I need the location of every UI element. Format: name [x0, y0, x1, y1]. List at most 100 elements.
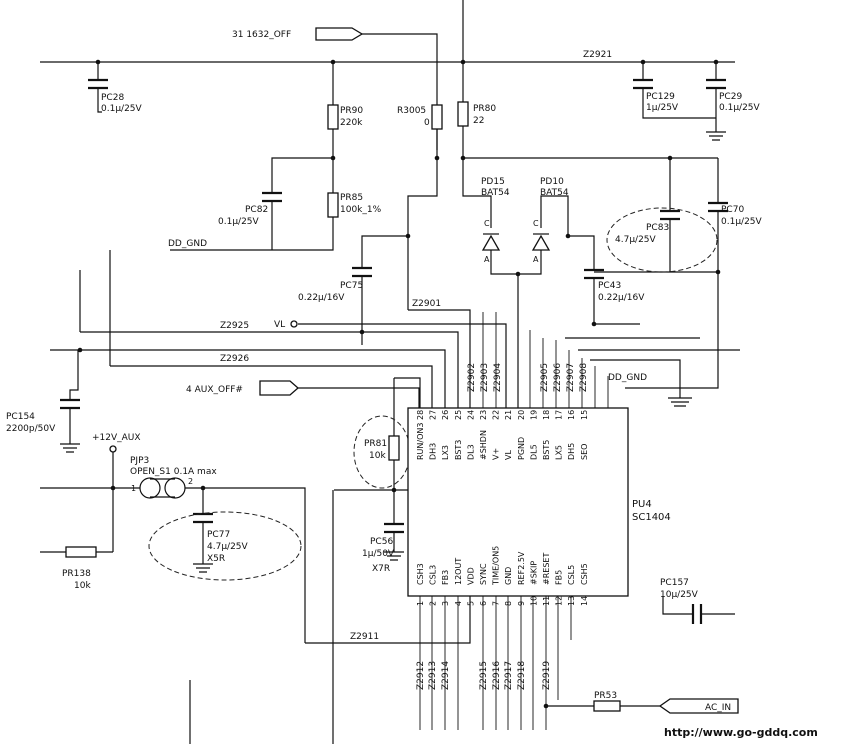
pc77-ref: PC77	[207, 530, 230, 540]
port-1632-off	[315, 27, 364, 41]
pc43-symbol	[584, 268, 604, 280]
ic-pin-number-7: 7	[492, 601, 501, 606]
ic-pin-name-26: LX3	[441, 445, 450, 460]
pc129-ref: PC129	[646, 92, 675, 102]
bottom-net-labels: Z2912 Z2913 Z2914 Z2915 Z2916 Z2917 Z291…	[416, 661, 552, 690]
pc28-symbol	[88, 78, 108, 90]
net-z2918: Z2918	[517, 661, 527, 690]
ic-pin-name-8: GND	[504, 567, 513, 585]
net-z2902: Z2902	[467, 363, 477, 392]
ground-icon	[384, 548, 404, 561]
pjp3-symbol	[139, 477, 186, 499]
ic-pin-number-25: 25	[454, 410, 463, 420]
ic-top-pins: 28RUN/ON327DH326LX325BST324DL323#SHDN22V…	[416, 410, 589, 460]
svg-text:C: C	[533, 219, 539, 228]
net-z2912: Z2912	[416, 661, 426, 690]
ic-pin-number-22: 22	[492, 410, 501, 420]
net-z2903: Z2903	[480, 363, 490, 392]
pd10-value: BAT54	[540, 188, 569, 198]
ic-pin-number-12: 12	[555, 596, 564, 606]
pc56-symbol	[384, 522, 404, 534]
ic-pin-number-26: 26	[441, 410, 450, 420]
ic-pin-name-24: DL3	[466, 444, 475, 460]
ic-pin-number-18: 18	[542, 410, 551, 420]
pc83-symbol	[660, 209, 680, 221]
ic-part: SC1404	[632, 512, 671, 523]
pr90-value: 220k	[340, 118, 363, 128]
pc43-ref: PC43	[598, 281, 621, 291]
pc77-value: 4.7μ/25V	[207, 542, 249, 552]
ic-pin-name-2: CSL3	[429, 565, 438, 585]
pc82-ref: PC82	[245, 205, 268, 215]
ground-symbols	[60, 128, 726, 573]
pc43-value: 0.22μ/16V	[598, 293, 645, 303]
net-z2917: Z2917	[504, 661, 514, 690]
net-ac-in: AC_IN	[705, 703, 731, 713]
r3005-ref: R3005	[397, 106, 426, 116]
ic-pin-number-21: 21	[504, 410, 513, 420]
ic-pin-number-10: 10	[529, 596, 538, 606]
pd10-symbol	[531, 233, 551, 251]
ground-icon	[193, 560, 213, 573]
ic-pin-name-9: REF2.5V	[517, 551, 526, 585]
net-z2914: Z2914	[441, 661, 451, 690]
pr90-ref: PR90	[340, 106, 363, 116]
pc29-symbol	[706, 78, 726, 90]
ic-pin-number-13: 13	[567, 596, 576, 606]
ic-pin-name-25: BST3	[454, 440, 463, 460]
capacitor-symbols	[60, 78, 728, 624]
ic-pin-name-15: SEO	[580, 444, 589, 460]
ic-pin-name-1: CSH3	[416, 563, 425, 585]
pr85-ref: PR85	[340, 193, 363, 203]
pc56-ref: PC56	[370, 537, 393, 547]
ic-pin-number-20: 20	[517, 410, 526, 420]
ic-pin-number-5: 5	[466, 601, 475, 606]
ground-icon	[60, 440, 80, 453]
pjp3-ref: PJP3	[130, 456, 149, 466]
net-aux-off: 4 AUX_OFF#	[186, 385, 243, 395]
pc154-value: 2200p/50V	[6, 424, 56, 434]
ic-pin-number-17: 17	[555, 410, 564, 420]
r3005-body	[431, 104, 443, 130]
pc157-symbol	[691, 604, 703, 624]
ic-pin-number-16: 16	[567, 410, 576, 420]
ic-pin-name-7: TIME/ON5	[492, 546, 501, 586]
ic-pin-name-17: LX5	[555, 445, 564, 460]
net-dd-gnd-left: DD_GND	[168, 239, 207, 249]
ic-labels: PU4 SC1404	[632, 499, 671, 523]
net-z2915: Z2915	[479, 661, 489, 690]
pd15-symbol	[481, 233, 501, 251]
pc83-ref: PC83	[646, 223, 669, 233]
ic-pin-name-6: SYNC	[479, 563, 488, 585]
net-1632-off: 31 1632_OFF	[232, 30, 291, 40]
pr138-ref: PR138	[62, 569, 91, 579]
pr85-body	[327, 192, 339, 218]
pr81-value: 10k	[369, 451, 386, 461]
ic-pin-name-16: DH5	[567, 443, 576, 460]
ic-pin-number-14: 14	[580, 596, 589, 606]
pr80-ref: PR80	[473, 104, 496, 114]
ic-pu4-body	[407, 407, 629, 597]
top-net-labels: Z2902 Z2903 Z2904 Z2905 Z2906 Z2907 Z290…	[467, 363, 589, 392]
pc70-value: 0.1μ/25V	[721, 217, 763, 227]
wires	[40, 0, 740, 744]
net-z2906: Z2906	[553, 363, 563, 392]
net-z2916: Z2916	[492, 661, 502, 690]
pc82-value: 0.1μ/25V	[218, 217, 260, 227]
ic-pin-name-27: DH3	[429, 443, 438, 460]
ic-ref: PU4	[632, 499, 652, 510]
net-z2921: Z2921	[583, 50, 612, 60]
net-dd-gnd-right: DD_GND	[608, 373, 647, 383]
pr85-value: 100k_1%	[340, 205, 382, 215]
pc83-value: 4.7μ/25V	[615, 235, 657, 245]
pc82-symbol	[262, 191, 282, 203]
ic-pin-number-23: 23	[479, 410, 488, 420]
ic-pin-name-18: BST5	[542, 440, 551, 460]
svg-text:1: 1	[131, 484, 136, 493]
ic-pin-name-4: 12OUT	[454, 558, 463, 585]
ic-pin-name-10: #SKIP	[529, 561, 538, 585]
pr80-body	[457, 101, 469, 127]
ic-pin-name-3: FB3	[441, 570, 450, 585]
net-z2905: Z2905	[540, 363, 550, 392]
net-vl: VL	[274, 320, 285, 330]
